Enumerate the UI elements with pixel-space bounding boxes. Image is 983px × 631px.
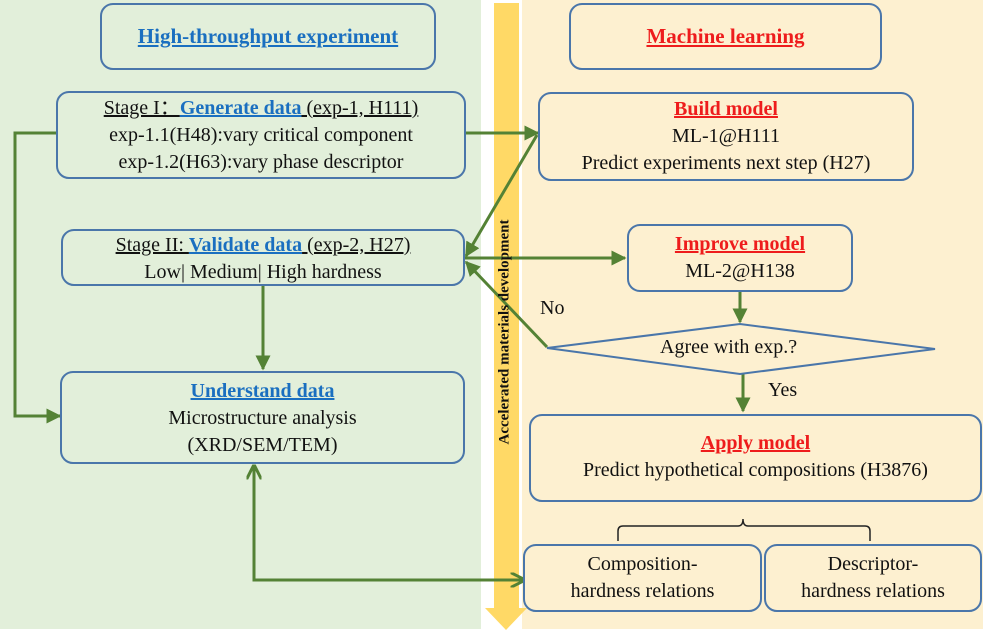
build-model-box: Build model ML-1@H111 Predict experiment… [538, 92, 914, 181]
descriptor-hardness-box: Descriptor- hardness relations [764, 544, 982, 612]
understand-line-2: (XRD/SEM/TEM) [187, 434, 338, 456]
ml-header: Machine learning [646, 24, 805, 48]
progress-arrow-label: Accelerated materials development [496, 219, 513, 445]
stage1-box: Stage I：Generate data (exp-1, H111) exp-… [56, 91, 466, 179]
decision-no-label: No [540, 297, 565, 319]
decision-question: Agree with exp.? [660, 336, 798, 358]
stage1-prefix: Stage I： [103, 97, 180, 119]
build-model-line-1: ML-1@H111 [671, 125, 781, 147]
connector-build-to-stage2 [464, 134, 539, 258]
stage1-suffix: (exp-1, H111) [301, 97, 419, 119]
build-model-title: Build model [674, 98, 778, 120]
experiment-header-box: High-throughput experiment [100, 3, 436, 70]
understand-box: Understand data Microstructure analysis … [60, 371, 465, 464]
ml-header-box: Machine learning [569, 3, 882, 70]
apply-model-box: Apply model Predict hypothetical composi… [529, 414, 982, 502]
improve-model-line-1: ML-2@H138 [685, 260, 795, 282]
output-bracket [617, 518, 871, 541]
composition-line-2: hardness relations [570, 580, 715, 602]
stage1-title: Generate data [179, 97, 302, 119]
stage2-suffix: (exp-2, H27) [302, 234, 411, 256]
stage1-line-2: exp-1.2(H63):vary phase descriptor [118, 151, 404, 173]
composition-hardness-box: Composition- hardness relations [523, 544, 762, 612]
connector-no-to-stage2 [464, 260, 549, 349]
descriptor-line-2: hardness relations [801, 580, 945, 602]
descriptor-line-1: Descriptor- [827, 553, 919, 575]
apply-model-line-1: Predict hypothetical compositions (H3876… [583, 459, 928, 481]
connector-understand-composition [254, 466, 524, 580]
connector-stage1-to-understand [13, 131, 62, 424]
decision-yes-label: Yes [768, 379, 798, 401]
stage1-line-1: exp-1.1(H48):vary critical component [109, 124, 413, 146]
experiment-header: High-throughput experiment [137, 24, 399, 48]
decision-diamond [546, 322, 936, 376]
understand-line-1: Microstructure analysis [168, 407, 357, 429]
stage2-title: Validate data [188, 234, 303, 256]
build-model-line-2: Predict experiments next step (H27) [581, 152, 871, 174]
stage2-box: Stage II: Validate data (exp-2, H27) Low… [61, 229, 465, 286]
stage2-prefix: Stage II: [115, 234, 189, 256]
composition-line-1: Composition- [587, 553, 698, 575]
improve-model-box: Improve model ML-2@H138 [627, 224, 853, 292]
stage2-line-1: Low| Medium| High hardness [144, 261, 382, 283]
apply-model-title: Apply model [700, 432, 811, 454]
understand-title: Understand data [190, 380, 335, 402]
improve-model-title: Improve model [674, 233, 806, 255]
